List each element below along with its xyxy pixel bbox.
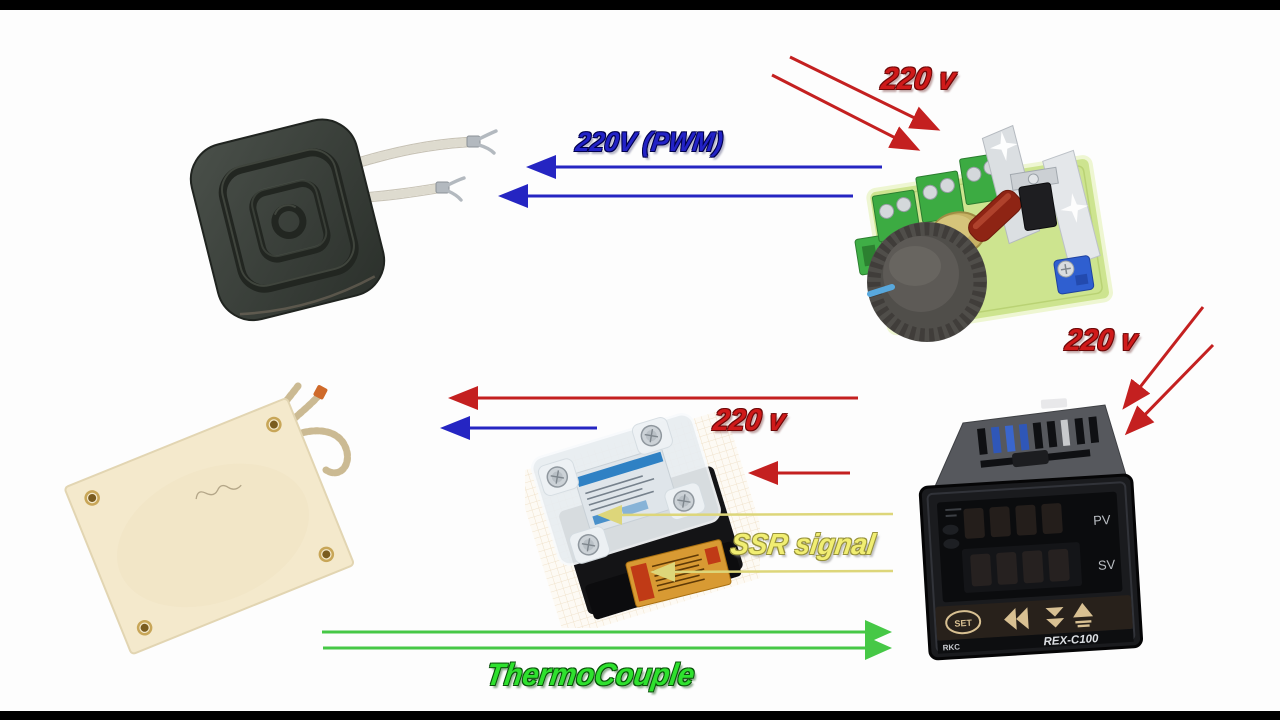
heater-plate-photo (60, 378, 360, 668)
label-thermocouple: ThermoCouple (484, 657, 697, 692)
ssr-warning-label (625, 539, 732, 608)
ceramic-heater-photo (185, 100, 505, 345)
mains-right-arrow-1 (1122, 306, 1205, 410)
regulator-triac (1009, 166, 1059, 231)
controller-front-panel: PV SV SET (918, 473, 1144, 661)
rex-c100-controller-photo: PV SV SET (915, 393, 1150, 663)
label-mains-top: 220 v (879, 61, 958, 96)
regulator-knob (867, 222, 987, 342)
plate-holes (84, 416, 335, 636)
label-mains-right: 220 v (1063, 324, 1140, 357)
down-button (1045, 607, 1065, 628)
letterbox-bottom (0, 711, 1280, 720)
ssr-screw-terminals (537, 417, 706, 564)
shift-button (1004, 607, 1029, 630)
brand-logo: RKC (942, 642, 960, 652)
knob-pointer (867, 284, 895, 297)
controller-rear-housing (932, 398, 1130, 492)
svg-text:SET: SET (954, 618, 973, 629)
plate-body (64, 397, 355, 655)
sv-display (970, 548, 1070, 587)
pv-label: PV (1093, 512, 1112, 528)
label-mains-mid: 220 v (711, 404, 788, 437)
fork-terminal-2 (435, 176, 466, 202)
label-pwm-out: 220V (PWM) (573, 127, 725, 157)
up-button (1073, 602, 1094, 628)
label-ssr-signal: SSR signal (728, 529, 878, 561)
model-label: REX-C100 (1043, 633, 1099, 648)
heater-plate-body (189, 118, 386, 322)
controller-vents (977, 416, 1100, 468)
solid-state-relay-photo (525, 408, 760, 628)
sv-label: SV (1098, 557, 1117, 573)
regulator-trimmer (1053, 255, 1095, 295)
letterbox-top (0, 0, 1280, 10)
pv-display (963, 503, 1063, 539)
fork-terminal-1 (466, 129, 498, 155)
set-button: SET (945, 610, 982, 635)
voltage-regulator-photo (845, 122, 1115, 342)
plate-handwriting (195, 484, 242, 500)
